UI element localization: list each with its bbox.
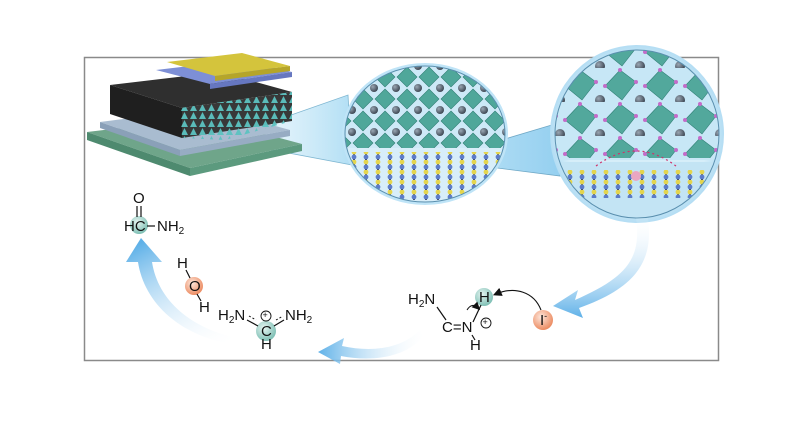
imine-h: H xyxy=(408,291,419,308)
electron-push-arrow xyxy=(492,287,542,311)
formamide-nh2: NH2 xyxy=(157,219,184,237)
distorted-lattice-icon xyxy=(550,45,724,223)
reaction-arrow-2 xyxy=(318,330,424,364)
formamidinium-carbon-highlight xyxy=(256,321,276,341)
imine-charge-circle xyxy=(480,317,492,329)
imine-n: N xyxy=(424,291,436,308)
iodide-symbol: I xyxy=(540,312,545,329)
water-h-bottom: H xyxy=(199,299,210,316)
formamide-subscript: 2 xyxy=(178,226,185,237)
figure-frame xyxy=(83,56,720,362)
water-h-top: H xyxy=(177,255,188,272)
fa-left-sub: 2 xyxy=(228,315,235,326)
fa-right-sub: 2 xyxy=(306,315,313,326)
formamide-nh-text: NH xyxy=(157,218,179,235)
imine-h-highlighted: H xyxy=(479,289,490,306)
iodide-highlight xyxy=(533,310,553,330)
fa-left-n: N xyxy=(234,307,246,324)
imine-h2n: H2N xyxy=(408,292,435,310)
imine-h-bottom: H xyxy=(470,337,481,354)
formamidinium-charge-circle xyxy=(260,310,272,322)
reaction-arrow-3 xyxy=(126,238,246,346)
iodide-ion: I- xyxy=(540,311,548,329)
fa-right-nh: NH xyxy=(285,307,307,324)
reaction-arrow-1 xyxy=(553,218,650,318)
imine-hydrogen-highlight xyxy=(475,288,493,306)
formamidinium-h: H xyxy=(261,336,272,353)
formamidinium-carbon: C xyxy=(261,323,272,340)
imine-c-eq-n: C=N xyxy=(442,319,473,336)
water-oxygen-highlight xyxy=(185,277,203,295)
fa-left-h: H xyxy=(218,307,229,324)
imine-charge: + xyxy=(482,317,488,327)
formamide-oxygen: O xyxy=(133,190,145,207)
perovskite-lattice-icon xyxy=(342,63,508,205)
formamidinium-right-nh2: NH2 xyxy=(285,308,312,326)
formamide-carbon-highlight xyxy=(130,216,148,234)
formamide-hc: HC xyxy=(124,218,146,235)
iodide-charge: - xyxy=(544,311,548,321)
solar-cell-stack-icon xyxy=(87,53,302,176)
formamidinium-left-nh2: H2N xyxy=(218,308,245,326)
water-oxygen: O xyxy=(189,278,201,295)
formamidinium-charge: + xyxy=(262,310,268,320)
imine-sub: 2 xyxy=(418,299,425,310)
